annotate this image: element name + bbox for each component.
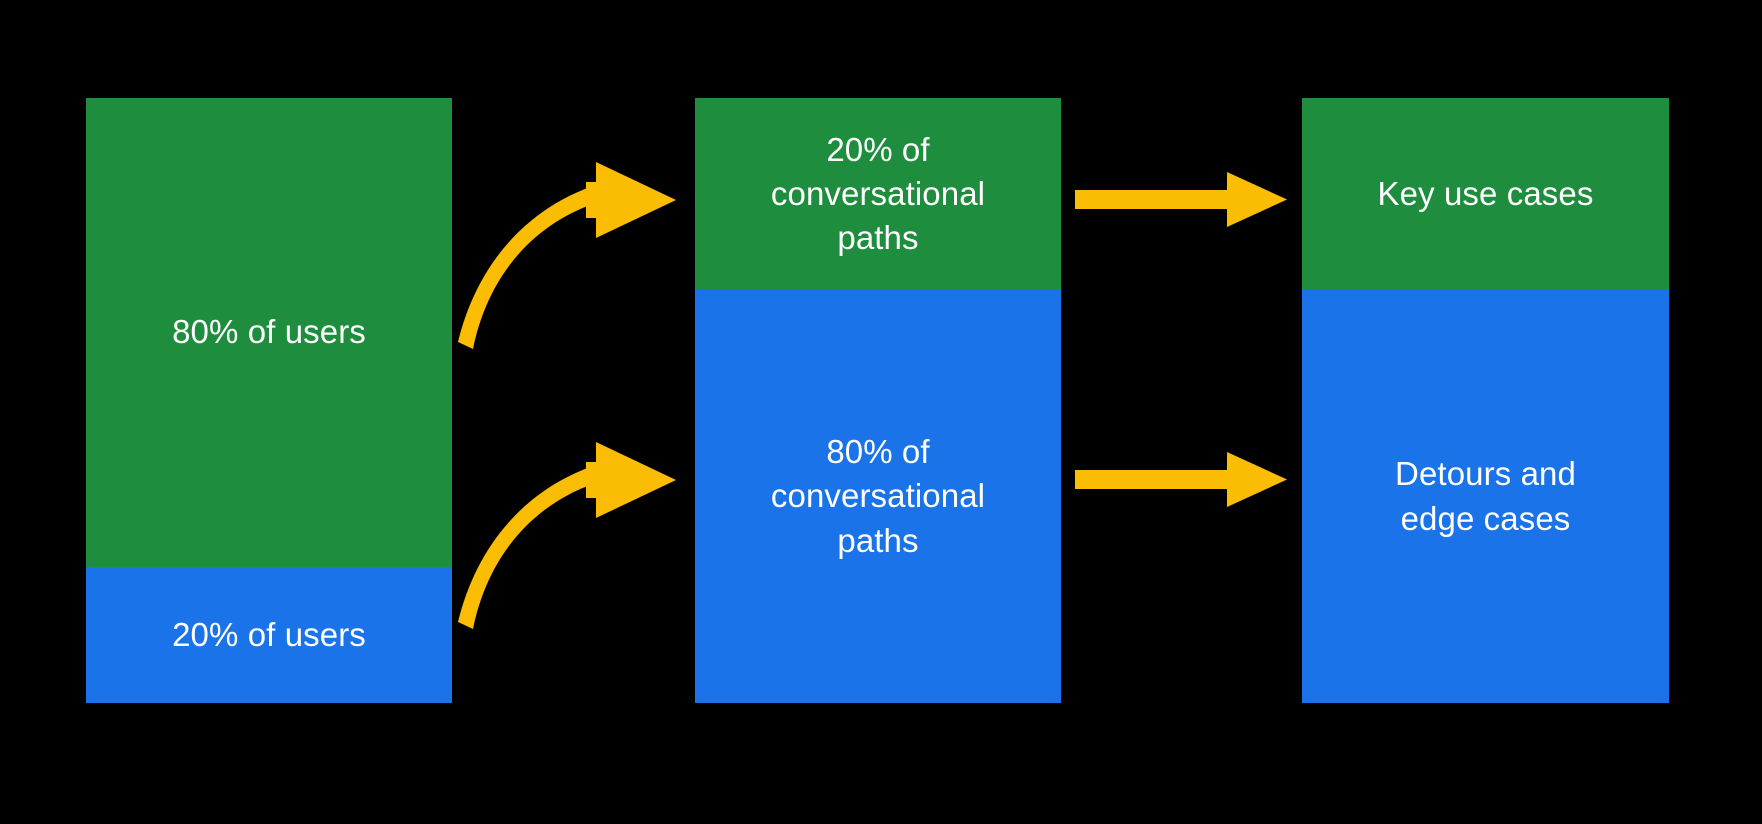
segment-label: Key use cases: [1377, 174, 1594, 212]
segment-cases-key: Key use cases: [1302, 98, 1669, 290]
segment-label: 20% of users: [172, 615, 366, 653]
curved-arrow-up-icon: [458, 162, 676, 349]
straight-arrow-right-icon-bottom: [1075, 452, 1287, 507]
segment-label: 80% of conversational paths: [770, 433, 986, 559]
curved-arrow-down-icon: [458, 442, 676, 629]
segment-cases-detours: Detours and edge cases: [1302, 290, 1669, 703]
segment-paths-minority: 20% of conversational paths: [695, 98, 1061, 290]
segment-paths-majority: 80% of conversational paths: [695, 290, 1061, 703]
segment-label: 20% of conversational paths: [770, 130, 986, 257]
column-conversational-paths: 20% of conversational paths 80% of conve…: [695, 98, 1061, 703]
segment-label: Detours and edge cases: [1395, 455, 1576, 537]
column-users: 80% of users 20% of users: [86, 98, 452, 703]
column-use-cases: Key use cases Detours and edge cases: [1302, 98, 1669, 703]
segment-users-minority: 20% of users: [86, 567, 452, 703]
straight-arrow-right-icon-top: [1075, 172, 1287, 227]
segment-users-majority: 80% of users: [86, 98, 452, 567]
segment-label: 80% of users: [172, 313, 366, 351]
